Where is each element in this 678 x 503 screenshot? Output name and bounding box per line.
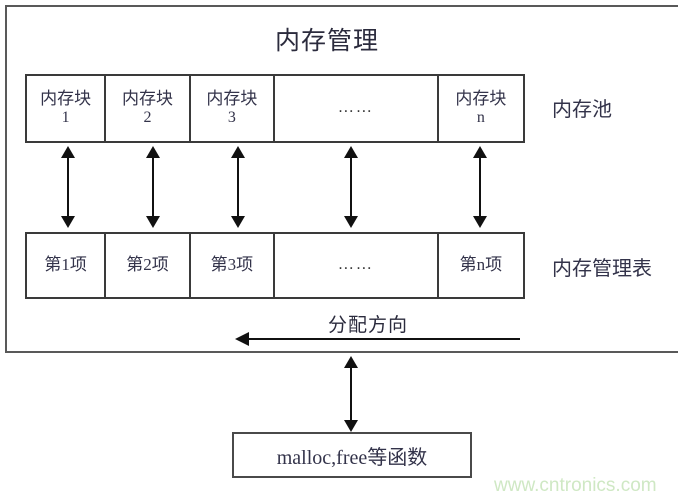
table-entry-cell-2: 第2项: [106, 234, 191, 297]
link-arrow-3: [231, 146, 245, 228]
arrow-head-up-icon: [146, 146, 160, 158]
memory-pool-label: 内存池: [552, 99, 612, 121]
arrow-head-up-icon: [473, 146, 487, 158]
table-entry-cell-ellipsis: ……: [275, 234, 439, 297]
watermark: www.cntronics.com: [494, 475, 657, 496]
memory-block-cell-2: 内存块 2: [106, 76, 191, 141]
arrow-shaft: [237, 155, 239, 219]
arrow-head-down-icon: [231, 216, 245, 228]
link-arrow-ellipsis: [344, 146, 358, 228]
arrow-head-left-icon: [235, 332, 249, 346]
arrow-shaft: [479, 155, 481, 219]
memory-block-cell-3: 内存块 3: [191, 76, 276, 141]
table-entry-cell-n: 第n项: [439, 234, 523, 297]
arrow-head-down-icon: [344, 420, 358, 432]
frame-to-functions-arrow: [344, 356, 358, 432]
link-arrow-2: [146, 146, 160, 228]
arrow-head-down-icon: [61, 216, 75, 228]
memory-management-frame: 内存管理: [5, 5, 678, 353]
arrow-head-up-icon: [344, 356, 358, 368]
memory-table-label: 内存管理表: [552, 258, 652, 280]
page-title: 内存管理: [274, 28, 379, 55]
arrow-shaft: [67, 155, 69, 219]
arrow-shaft: [152, 155, 154, 219]
memory-block-cell-1-line2: 1: [61, 109, 70, 127]
link-arrow-1: [61, 146, 75, 228]
table-entry-cell-3: 第3项: [191, 234, 276, 297]
arrow-shaft: [350, 365, 352, 423]
memory-block-cell-2-line1: 内存块: [122, 89, 174, 109]
memory-block-cell-1: 内存块 1: [27, 76, 107, 141]
table-entry-ellipsis-label: ……: [337, 256, 374, 274]
memory-block-cell-n-line2: n: [476, 109, 485, 127]
functions-box: malloc,free等函数: [232, 432, 472, 478]
arrow-head-up-icon: [61, 146, 75, 158]
memory-block-cell-n: 内存块 n: [439, 76, 523, 141]
arrow-head-down-icon: [473, 216, 487, 228]
arrow-head-down-icon: [344, 216, 358, 228]
link-arrow-n: [473, 146, 487, 228]
allocation-direction-label: 分配方向: [328, 315, 409, 336]
table-entry-cell-1: 第1项: [27, 234, 107, 297]
arrow-head-up-icon: [344, 146, 358, 158]
memory-block-cell-n-line1: 内存块: [455, 89, 507, 109]
allocation-direction-arrow: [235, 332, 520, 346]
memory-block-ellipsis-label: ……: [337, 99, 374, 117]
table-entry-cell-3-label: 第3项: [210, 255, 254, 275]
arrow-head-up-icon: [231, 146, 245, 158]
memory-block-cell-3-line1: 内存块: [206, 89, 258, 109]
arrow-head-down-icon: [146, 216, 160, 228]
functions-box-label: malloc,free等函数: [276, 446, 428, 469]
memory-block-cell-3-line2: 3: [227, 109, 236, 127]
memory-block-cell-2-line2: 2: [143, 109, 152, 127]
table-entry-cell-n-label: 第n项: [459, 255, 503, 275]
memory-block-cell-1-line1: 内存块: [40, 89, 92, 109]
table-entry-cell-2-label: 第2项: [126, 255, 169, 275]
memory-table-row: 第1项 第2项 第3项 …… 第n项: [25, 232, 525, 299]
arrow-shaft: [350, 155, 352, 219]
arrow-shaft: [246, 338, 520, 340]
table-entry-cell-1-label: 第1项: [44, 255, 87, 275]
memory-block-cell-ellipsis: ……: [275, 76, 439, 141]
memory-pool-row: 内存块 1 内存块 2 内存块 3 …… 内存块 n: [25, 74, 525, 143]
